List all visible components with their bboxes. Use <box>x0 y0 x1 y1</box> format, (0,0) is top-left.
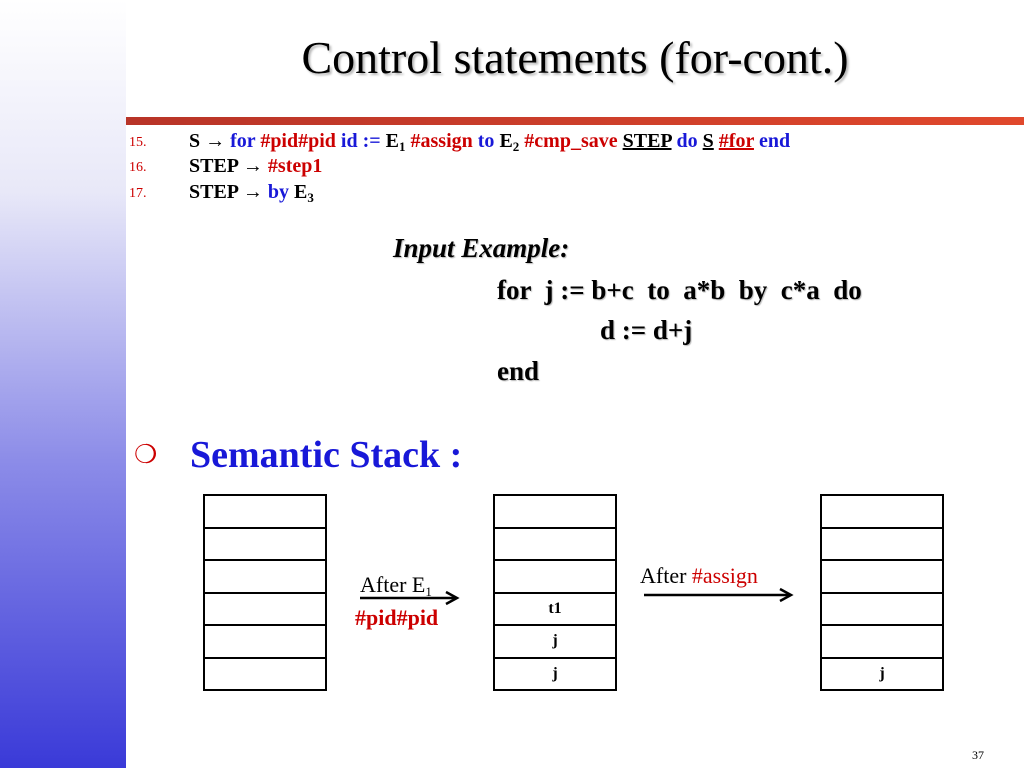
transition-label-after-e1: After E1 <box>360 572 432 599</box>
stack-cell: j <box>495 626 615 659</box>
stack-cell <box>495 496 615 529</box>
rule-lhs: STEP <box>189 155 238 177</box>
keyword-to: to <box>477 130 495 152</box>
nonterminal-e3: E3 <box>294 181 314 205</box>
stack-cell <box>205 594 325 626</box>
id-assign: id := <box>340 130 381 152</box>
slide-title: Control statements (for-cont.) <box>301 32 849 83</box>
stack-cell <box>205 529 325 561</box>
rule-number: 15. <box>129 135 147 150</box>
sidebar-gradient <box>0 0 126 768</box>
nonterminal-step: STEP <box>622 130 672 152</box>
right-arrow-icon <box>360 590 460 606</box>
action-cmp-save: #cmp_save <box>524 130 618 152</box>
right-arrow-icon: → <box>242 155 263 177</box>
rule-body: STEP → #step1 <box>189 155 322 177</box>
rule-body: STEP → by E3 <box>189 181 314 205</box>
transition-label-after-assign: After #assign <box>640 563 758 588</box>
right-arrow-icon: → <box>242 181 263 203</box>
input-example-line-2: d := d+j <box>600 315 693 345</box>
title-underline-rule <box>126 117 1024 125</box>
stack-cell <box>495 529 615 561</box>
page-number: 37 <box>972 748 984 762</box>
stack-cell <box>495 561 615 594</box>
stack-cell <box>205 659 325 691</box>
circle-bullet-icon: ❍ <box>134 440 158 469</box>
keyword-for: for <box>230 130 256 152</box>
rule-lhs: S <box>189 130 201 152</box>
nonterminal-e2: E2 <box>499 130 520 154</box>
action-assign: #assign <box>410 130 473 152</box>
action-step1: #step1 <box>267 155 323 177</box>
stack-initial <box>203 494 327 691</box>
rule-lhs: STEP <box>189 181 238 203</box>
rule-number: 16. <box>129 160 147 175</box>
keyword-end: end <box>758 130 791 152</box>
stack-cell: t1 <box>495 594 615 626</box>
stack-cell <box>822 496 942 529</box>
input-example-title: Input Example: <box>393 233 570 263</box>
right-arrow-icon: → <box>205 130 226 152</box>
stack-cell <box>822 626 942 659</box>
stack-after-assign: j <box>820 494 944 691</box>
stack-cell <box>205 496 325 529</box>
stack-cell: j <box>822 659 942 691</box>
stack-cell <box>822 561 942 594</box>
rule-body: S → for #pid#pid id := E1 #assign to E2 … <box>189 130 791 154</box>
stack-cell <box>822 529 942 561</box>
stack-cell <box>822 594 942 626</box>
rule-number: 17. <box>129 186 147 201</box>
keyword-by: by <box>267 181 290 203</box>
keyword-do: do <box>676 130 698 152</box>
transition-label-pidpid: #pid#pid <box>355 605 439 630</box>
semantic-stack-heading: Semantic Stack : <box>190 434 463 476</box>
input-example-line-1: for j := b+c to a*b by c*a do <box>497 275 862 305</box>
stack-after-e1: t1 j j <box>493 494 617 691</box>
stack-cell <box>205 561 325 594</box>
stack-cell <box>205 626 325 659</box>
action-for: #for <box>718 130 754 152</box>
stack-cell: j <box>495 659 615 691</box>
nonterminal-s: S <box>702 130 714 152</box>
action-pidpid: #pid#pid <box>260 130 336 152</box>
input-example-line-3: end <box>497 356 540 386</box>
right-arrow-icon <box>644 587 794 603</box>
nonterminal-e1: E1 <box>385 130 406 154</box>
